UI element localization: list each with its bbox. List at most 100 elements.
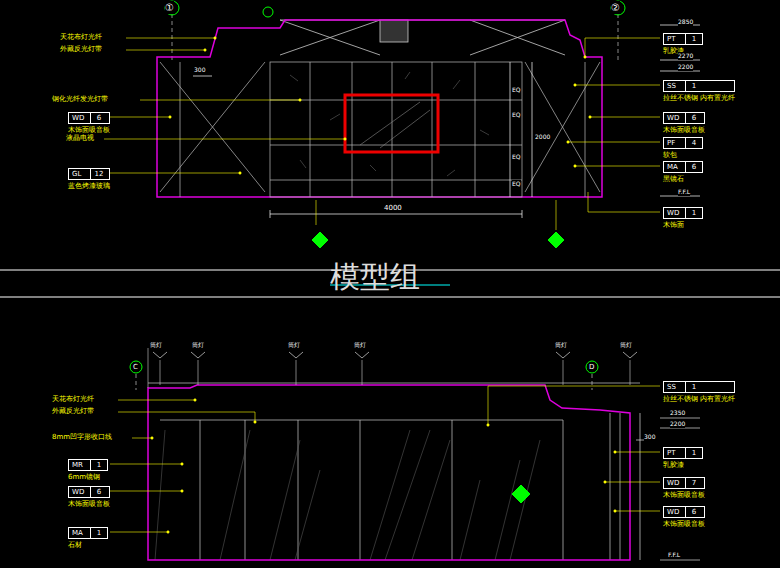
annotation: 8mm凹字形收口线 [52,433,112,442]
annotation: EQ [512,153,521,161]
annotation: 2200 [678,63,693,71]
material-tag: MA6 黑镜石 [663,161,703,184]
material-name: 黑镜石 [663,175,703,184]
annotation: 筒灯 [620,341,632,349]
annotation: EQ [512,86,521,94]
material-tag: PF4 软包 [663,137,703,160]
material-number: 1 [686,34,702,44]
material-code: PF [664,138,686,148]
tag-frame: PT1 [663,447,703,459]
material-name: 蓝色烤漆玻璃 [68,182,110,191]
material-tag: WD6 木饰面吸音板 [663,112,705,135]
annotation: F.F.L [668,551,680,559]
tag-frame: MR1 [68,459,108,471]
annotation: 天花布灯光纤 [60,33,102,42]
material-tag: SS1 拉丝不锈钢 内有置光纤 [663,381,735,404]
tag-frame: PT1 [663,33,703,45]
material-name: 石材 [68,541,108,550]
annotation: 外藏反光灯带 [52,407,94,416]
annotation: 钢化光纤发光灯带 [52,95,108,104]
material-name: 拉丝不锈钢 内有置光纤 [663,395,735,404]
material-tag: GL12 蓝色烤漆玻璃 [68,168,110,191]
material-tag: MR1 6mm镜钢 [68,459,108,482]
material-name: 6mm镜钢 [68,473,108,482]
material-number: 1 [686,382,702,392]
material-number: 1 [686,81,702,91]
tag-frame: WD1 [663,207,703,219]
tag-frame: SS1 [663,381,735,393]
annotation: 2270 [678,52,693,60]
annotation: 300 [644,433,655,441]
material-name: 木饰面吸音板 [663,126,705,135]
material-code: PT [664,34,686,44]
annotation: C [133,363,138,372]
material-name: 木饰面吸音板 [663,491,705,500]
material-name: 木饰面吸音板 [68,500,110,509]
material-number: 12 [91,169,107,179]
material-name: 拉丝不锈钢 内有置光纤 [663,94,735,103]
material-name: 乳胶漆 [663,461,703,470]
material-number: 4 [686,138,702,148]
annotation: 天花布灯光纤 [52,395,94,404]
material-number: 1 [91,528,107,538]
material-code: WD [664,113,686,123]
annotation: D [589,363,594,372]
tag-frame: MA1 [68,527,108,539]
material-tag: WD6 木饰面吸音板 [663,506,705,529]
annotation: 300 [194,66,205,74]
material-tag: PT1 乳胶漆 [663,447,703,470]
material-number: 1 [686,208,702,218]
material-code: SS [664,382,686,392]
material-code: MR [69,460,91,470]
annotation: 液晶电视 [66,134,94,143]
annotation: 4000 [384,204,402,213]
material-name: 软包 [663,151,703,160]
annotation: EQ [512,180,521,188]
material-code: MA [664,162,686,172]
material-tag: MA1 石材 [68,527,108,550]
material-number: 7 [686,478,702,488]
material-tag: WD1木饰面 [663,207,703,230]
annotation: 2000 [535,133,550,141]
annotation: F.F.L [678,188,690,196]
tag-frame: SS1 [663,80,735,92]
material-code: GL [69,169,91,179]
material-tag: WD6木饰面吸音板 [68,112,110,135]
annotation: 2850 [678,18,693,26]
tag-frame: WD6 [663,112,705,124]
annotation: 筒灯 [555,341,567,349]
material-number: 6 [91,113,107,123]
material-code: MA [69,528,91,538]
annotation: 2200 [670,420,685,428]
material-code: SS [664,81,686,91]
material-tag: WD7 木饰面吸音板 [663,477,705,500]
annotation: ① [165,1,174,14]
material-code: WD [69,487,91,497]
material-code: WD [664,208,686,218]
annotation: 筒灯 [354,341,366,349]
material-number: 1 [686,448,702,458]
tag-frame: WD6 [68,112,110,124]
annotation: 筒灯 [288,341,300,349]
material-name: 木饰面吸音板 [663,520,705,529]
annotation: ② [611,1,620,14]
annotation: EQ [512,111,521,119]
annotation: 筒灯 [150,341,162,349]
material-number: 6 [686,113,702,123]
material-number: 1 [91,460,107,470]
material-code: WD [664,478,686,488]
material-code: WD [664,507,686,517]
annotation: 筒灯 [192,341,204,349]
watermark: 模型组 [330,258,420,296]
material-code: WD [69,113,91,123]
material-tag: WD6 木饰面吸音板 [68,486,110,509]
annotation: 2350 [670,409,685,417]
tag-frame: WD6 [663,506,705,518]
material-code: PT [664,448,686,458]
tag-frame: MA6 [663,161,703,173]
tag-frame: WD7 [663,477,705,489]
tag-frame: WD6 [68,486,110,498]
material-number: 6 [686,507,702,517]
tag-frame: GL12 [68,168,110,180]
